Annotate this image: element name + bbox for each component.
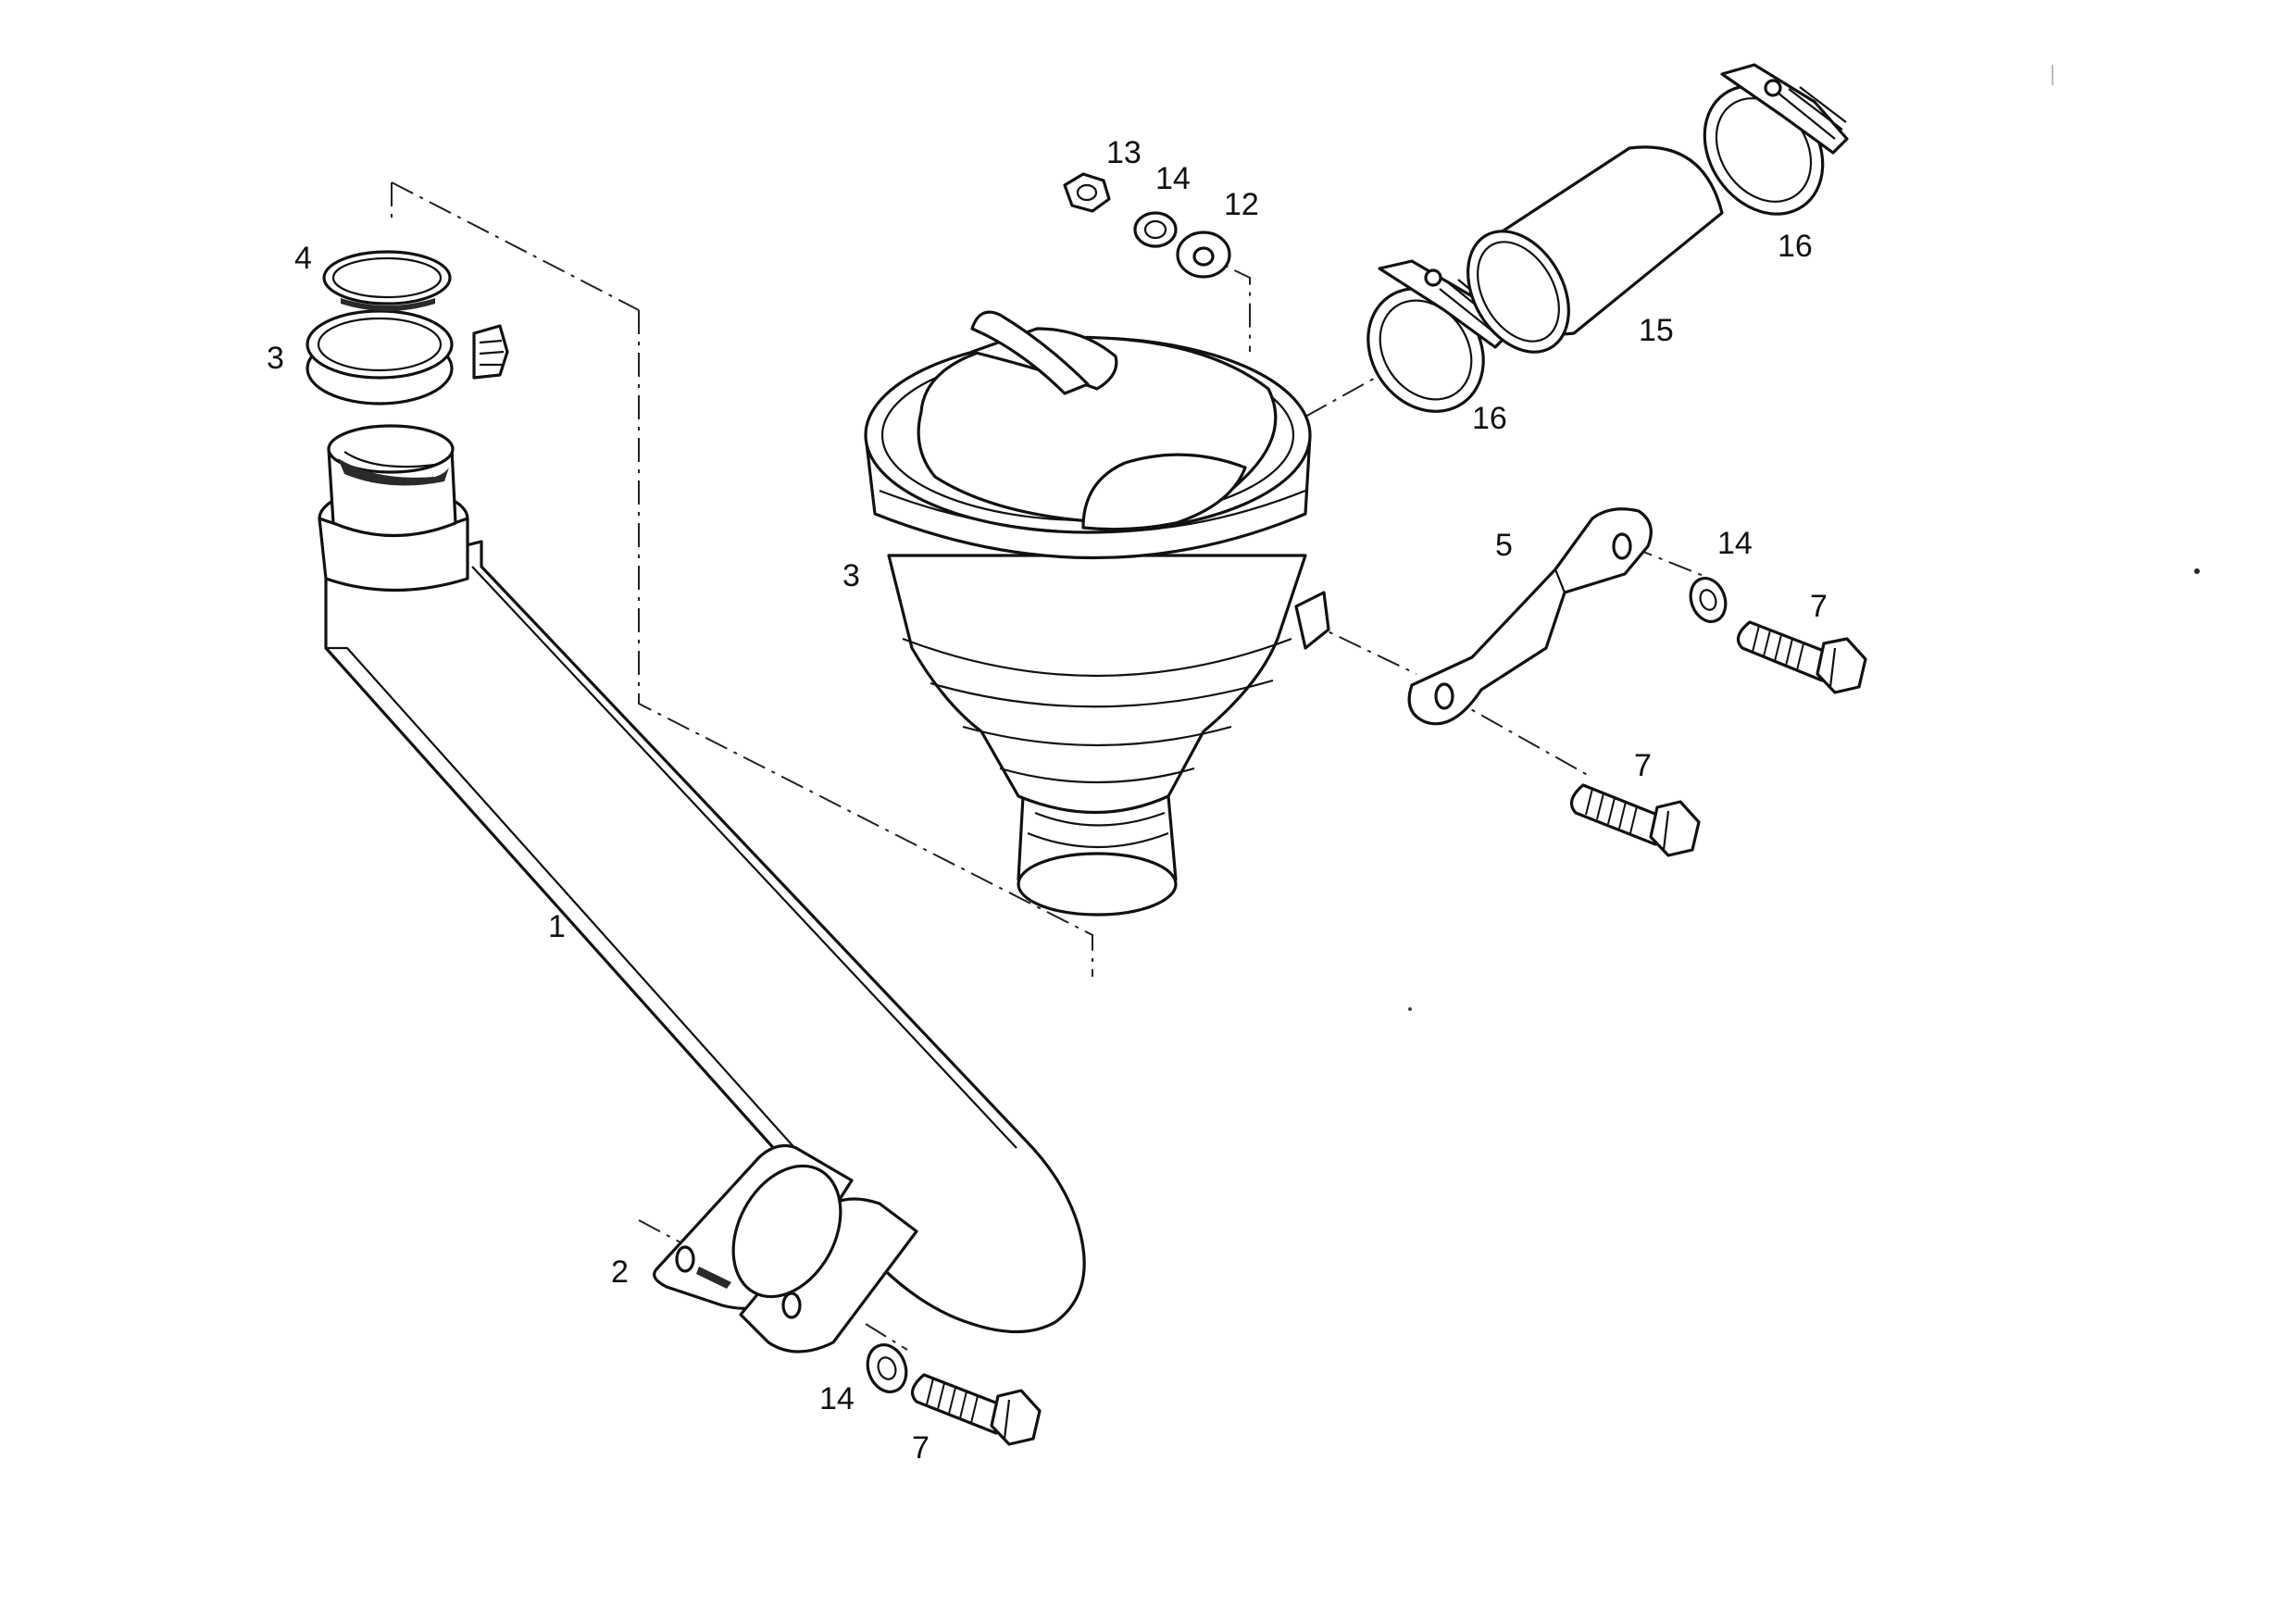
sealing-ring [322,250,452,311]
callout-bolt-middle: 7 [1634,748,1652,783]
callout-bolt-bottom: 7 [912,1430,930,1466]
callout-pipe: 1 [548,909,566,944]
rubber-hose [1466,145,1724,354]
washer-bottom [866,1343,908,1393]
washer-right [1689,577,1728,623]
pipe-flange [653,1144,918,1354]
hose-clamp-upper [1703,63,1849,216]
callout-hose: 15 [1639,313,1674,348]
callout-flange: 2 [611,1254,629,1290]
callout-washer-top: 14 [1155,161,1191,196]
callout-clamp-lower: 16 [1472,401,1507,436]
mounting-bracket [1407,507,1653,726]
callout-clamp-upper: 16 [1778,229,1813,264]
bolt-middle [1569,783,1701,857]
callout-bolt-right: 7 [1810,589,1828,624]
callout-ring: 4 [294,241,312,276]
callout-clamp-top: 3 [267,341,284,376]
scan-specks [1408,65,2200,1011]
callout-labels: 1 2 3 3 4 5 7 7 7 12 13 14 14 14 15 16 1… [267,135,1828,1466]
callout-nut-13: 13 [1106,135,1142,170]
pipe-hose-clamp [306,309,509,406]
callout-washer-12: 12 [1224,187,1259,222]
bolt-right [1736,620,1867,694]
intake-pipe [318,424,1086,1334]
air-filter-housing [864,310,1330,917]
callout-housing: 3 [842,558,860,593]
callout-washer-bottom: 14 [819,1381,855,1416]
callout-bracket: 5 [1495,528,1513,563]
callout-washer-right: 14 [1717,526,1753,561]
top-fastener-stack [1063,172,1231,279]
bolt-bottom [910,1373,1042,1446]
